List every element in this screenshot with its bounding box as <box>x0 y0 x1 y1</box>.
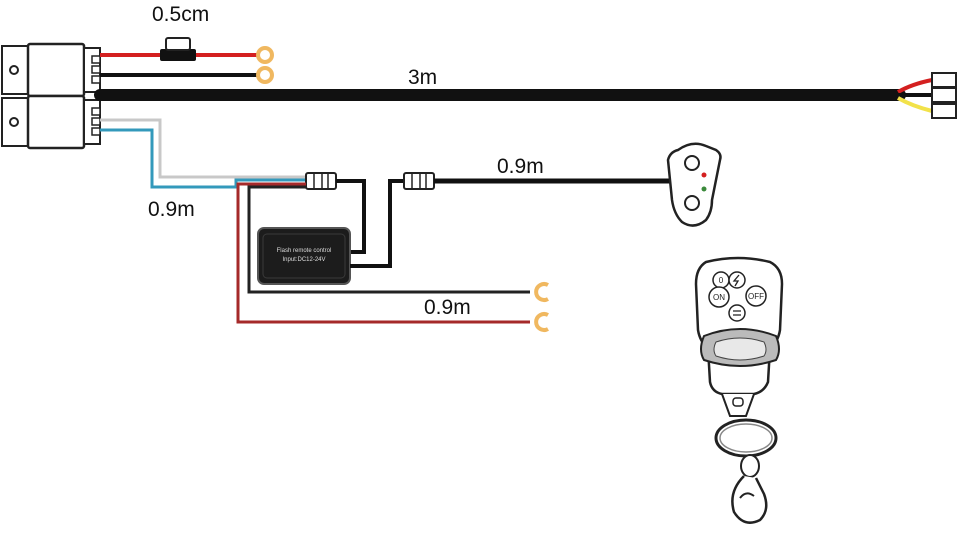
remote-button-on <box>708 286 730 308</box>
indicator-switch-panel <box>666 142 722 227</box>
output-red-wire <box>897 78 933 94</box>
open-ring-terminal-upper <box>534 282 549 302</box>
flash-symbol-icon <box>732 274 740 287</box>
dark-red-wire <box>236 182 530 324</box>
switch-connector <box>403 172 435 190</box>
remote-button-zero-label: 0 <box>719 276 724 285</box>
blade-fuse <box>160 37 196 61</box>
main-cable-length-label: 3m <box>408 66 437 89</box>
gray-wire <box>100 118 306 179</box>
green-indicator-led <box>701 186 707 192</box>
remote-button-strobe <box>728 304 746 322</box>
open-ring-terminal-lower <box>534 312 549 332</box>
fuse-wire-length-label: 0.5cm <box>152 3 209 26</box>
blue-wire <box>100 128 306 189</box>
relay-top <box>1 42 101 98</box>
flash-remote-controller: Flash remote control Input:DC12-24V <box>257 227 351 285</box>
blue-wire-length-label: 0.9m <box>148 198 195 221</box>
remote-button-off <box>745 285 767 307</box>
relay-bottom <box>1 94 101 150</box>
red-indicator-led <box>701 172 707 178</box>
controller-label-line2: Input:DC12-24V <box>282 257 325 263</box>
key-ring <box>714 418 778 458</box>
ring-terminal-black <box>256 66 274 84</box>
remote-control-fob: 0 ON OFF <box>694 256 784 417</box>
lobster-clasp <box>731 454 768 524</box>
controller-output-lead <box>350 179 404 268</box>
ring-wire-length-label: 0.9m <box>424 296 471 319</box>
strobe-symbol-icon <box>733 310 741 316</box>
ring-terminal-red <box>256 46 274 64</box>
remote-button-flash <box>728 271 746 289</box>
remote-button-off-label: OFF <box>748 292 764 301</box>
connector-black-lead <box>336 179 366 254</box>
controller-input-connector <box>305 172 337 190</box>
remote-button-on-label: ON <box>713 293 725 302</box>
controller-label-line1: Flash remote control <box>277 248 332 254</box>
switch-cable-length-label: 0.9m <box>497 155 544 178</box>
output-yellow-wire <box>897 96 933 113</box>
output-plug-connectors <box>931 72 957 119</box>
black-signal-wire <box>247 185 530 294</box>
